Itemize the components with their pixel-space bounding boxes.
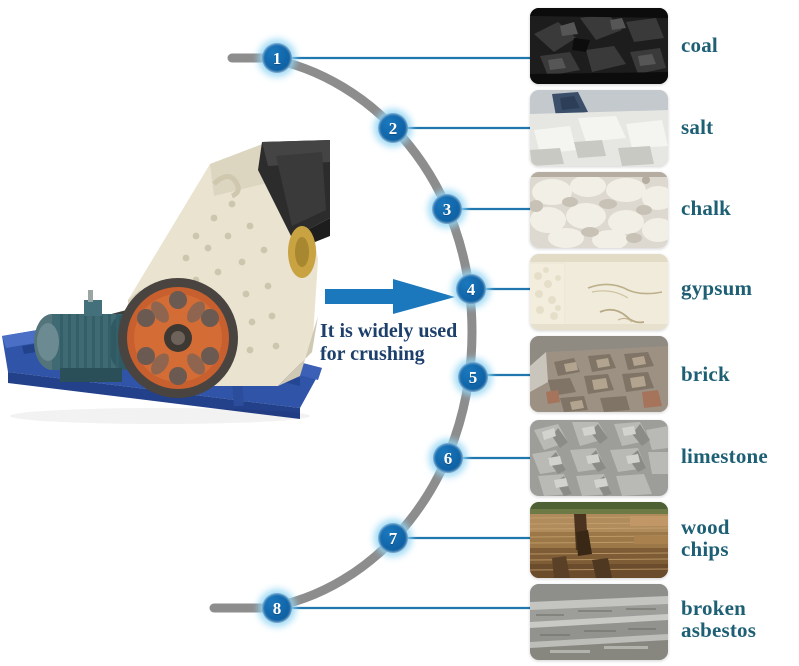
caption-widely-used: It is widely used for crushing: [320, 320, 458, 365]
coal-thumbnail[interactable]: [530, 8, 668, 84]
node-1-number: 1: [272, 48, 282, 68]
label-coal: coal: [681, 33, 718, 57]
wood-chips-thumbnail[interactable]: [530, 502, 668, 578]
wood-chips-texture: [530, 502, 668, 578]
widely-used-arrow: [325, 279, 455, 314]
chalk-thumbnail[interactable]: [530, 172, 668, 248]
label-limestone: limestone: [681, 444, 768, 468]
node-3-number: 3: [442, 199, 452, 219]
gypsum-thumbnail[interactable]: [530, 254, 668, 330]
side-pulley: [288, 226, 316, 278]
label-brick: brick: [681, 362, 730, 386]
label-gypsum: gypsum: [681, 276, 753, 300]
broken-asbestos-texture: [530, 584, 668, 660]
node-2-number: 2: [388, 118, 398, 138]
brick-texture: [530, 336, 668, 412]
node-8-number: 8: [272, 598, 282, 618]
node-3[interactable]: 3: [432, 194, 462, 224]
salt-texture: [530, 90, 668, 166]
flywheel: [118, 278, 238, 398]
broken-asbestos-thumbnail[interactable]: [530, 584, 668, 660]
crusher-illustration: [2, 140, 330, 424]
node-6[interactable]: 6: [433, 443, 463, 473]
gypsum-texture: [530, 254, 668, 330]
limestone-thumbnail[interactable]: [530, 420, 668, 496]
coal-texture: [530, 8, 668, 84]
node-5[interactable]: 5: [458, 362, 488, 392]
node-5-number: 5: [468, 367, 478, 387]
chalk-texture: [530, 172, 668, 248]
label-broken-asbestos: broken asbestos: [681, 596, 757, 642]
salt-thumbnail[interactable]: [530, 90, 668, 166]
node-7-number: 7: [388, 528, 398, 548]
node-6-number: 6: [443, 448, 453, 468]
node-7[interactable]: 7: [378, 523, 408, 553]
label-salt: salt: [681, 115, 714, 139]
label-wood-chips: wood chips: [681, 515, 730, 561]
node-1[interactable]: 1: [262, 43, 292, 73]
limestone-texture: [530, 420, 668, 496]
node-4[interactable]: 4: [456, 274, 486, 304]
node-8[interactable]: 8: [262, 593, 292, 623]
node-2[interactable]: 2: [378, 113, 408, 143]
hammer-mill-crusher-image: [0, 140, 330, 425]
label-chalk: chalk: [681, 196, 732, 220]
brick-thumbnail[interactable]: [530, 336, 668, 412]
node-4-number: 4: [466, 279, 476, 299]
